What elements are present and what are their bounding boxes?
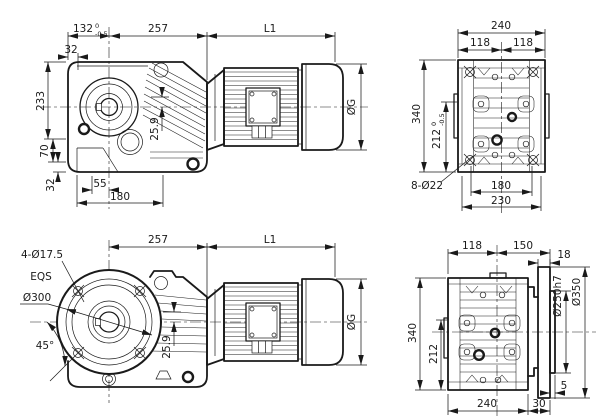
dim-212-flange-label: 212 xyxy=(428,344,440,364)
dim-257-label: 257 xyxy=(148,23,168,35)
dim-25-9-flange-label: 25.9 xyxy=(161,335,173,358)
dim-bolt-circle-label: Ø300 xyxy=(23,292,51,304)
dim-132-tol-upper: 0 xyxy=(95,22,99,30)
dim-55-label: 55 xyxy=(93,178,106,190)
svg-text:0: 0 xyxy=(430,122,438,126)
dim-45deg-label: 45° xyxy=(36,340,55,352)
oil-plug-bottom xyxy=(186,157,200,171)
dims-rear-flange xyxy=(415,249,590,415)
view-rear-foot-mounted: 240 118 118 340 212 0 -0.5 8-Ø22 180 230 xyxy=(411,20,550,214)
dim-70-label: 70 xyxy=(39,144,51,157)
dim-30-label: 30 xyxy=(532,398,545,410)
motor-side xyxy=(223,63,344,151)
dim-132-tol-lower: -0.5 xyxy=(95,30,108,38)
dim-212-tol-label: 212 0 -0.5 xyxy=(430,113,446,149)
dim-233-label: 233 xyxy=(35,91,47,111)
dim-32-bottom-label: 32 xyxy=(45,178,57,191)
view-rear-flange-mounted: 118 150 18 340 212 Ø250h7 Ø350 5 240 30 xyxy=(407,240,596,416)
keyway xyxy=(96,103,102,111)
view-side-flange-mounted: 4-Ø17.5 EQS Ø300 45° 257 L1 25.9 ØG xyxy=(20,234,368,403)
dim-18-label: 18 xyxy=(557,249,570,261)
shaft-hole-upper xyxy=(506,111,518,123)
view-side-foot-mounted: 132 0 -0.5 257 L1 32 233 70 32 55 180 25… xyxy=(35,22,368,209)
dim-8-holes-label: 8-Ø22 xyxy=(411,180,443,192)
cover-screws-flange xyxy=(463,291,516,384)
cable-gland-flange xyxy=(251,340,273,354)
dim-180-rear-label: 180 xyxy=(491,180,511,192)
dim-180-label: 180 xyxy=(110,191,130,203)
dim-230-label: 230 xyxy=(491,195,511,207)
dim-118-left-label: 118 xyxy=(470,37,490,49)
dim-L1-label: L1 xyxy=(264,23,277,35)
dim-132-label: 132 xyxy=(73,23,93,35)
terminal-box-flange xyxy=(245,302,281,342)
dim-240-flange-label: 240 xyxy=(477,398,497,410)
dim-L1-flange-label: L1 xyxy=(264,234,277,246)
motor-side-flange xyxy=(223,278,344,366)
dim-250h7-label: Ø250h7 xyxy=(552,275,564,317)
dims-side-flange xyxy=(20,243,367,382)
dim-257-flange-label: 257 xyxy=(148,234,168,246)
dim-motor-diameter-flange-label: ØG xyxy=(346,314,358,330)
dim-118-right-label: 118 xyxy=(513,37,533,49)
dim-118-flange-label: 118 xyxy=(462,240,482,252)
shaft-hole-lower-flange xyxy=(473,349,486,362)
oil-plug-top xyxy=(153,62,169,78)
dim-5-label: 5 xyxy=(561,380,568,392)
dim-350-label: Ø350 xyxy=(571,278,583,306)
shaft-hole-upper-flange xyxy=(489,327,501,339)
vent-plug xyxy=(155,370,172,380)
shaft-hole-lower xyxy=(491,134,503,146)
oil-plug-bottom-flange xyxy=(181,370,195,384)
svg-text:-0.5: -0.5 xyxy=(438,113,446,126)
dim-motor-diameter-label: ØG xyxy=(346,99,358,115)
dim-32-top-label: 32 xyxy=(64,44,77,56)
flange-bolt-holes xyxy=(71,284,147,360)
dim-340-label: 340 xyxy=(411,104,423,124)
dim-flange-holes-label: 4-Ø17.5 xyxy=(21,249,63,261)
flange-profile xyxy=(527,266,556,399)
terminal-box xyxy=(245,87,281,127)
dim-eqs-label: EQS xyxy=(30,271,52,283)
fan-cover xyxy=(301,63,344,151)
oil-plug-side xyxy=(77,122,91,136)
dim-25-9-label: 25.9 xyxy=(149,117,161,140)
cable-gland xyxy=(251,125,273,139)
dim-150-label: 150 xyxy=(513,240,533,252)
housing-ribs-flange xyxy=(149,294,207,353)
dim-240-label: 240 xyxy=(491,20,511,32)
dims-rear-foot xyxy=(419,29,546,211)
housing-ribs xyxy=(142,62,207,159)
fan-cover-flange xyxy=(301,278,344,366)
cover-screws xyxy=(477,73,530,159)
corner-holes xyxy=(463,65,540,167)
dims-side-foot xyxy=(44,32,367,207)
oil-plug-top-flange xyxy=(154,276,168,290)
svg-text:212: 212 xyxy=(431,129,443,149)
dim-340-flange-label: 340 xyxy=(407,323,419,343)
